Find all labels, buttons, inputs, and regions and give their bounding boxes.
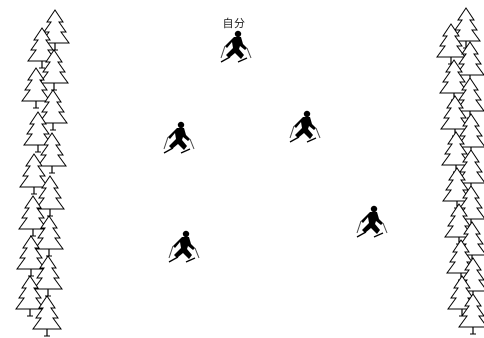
right-tree-line (437, 8, 484, 334)
skier-layer (164, 31, 387, 262)
skier-icon (290, 111, 320, 142)
skier-icon (169, 231, 199, 262)
skier-icon (164, 122, 194, 153)
player-skier-icon (221, 31, 251, 62)
left-tree-line (16, 10, 69, 336)
player-label: 自分 (223, 15, 246, 31)
skier-icon (357, 206, 387, 237)
